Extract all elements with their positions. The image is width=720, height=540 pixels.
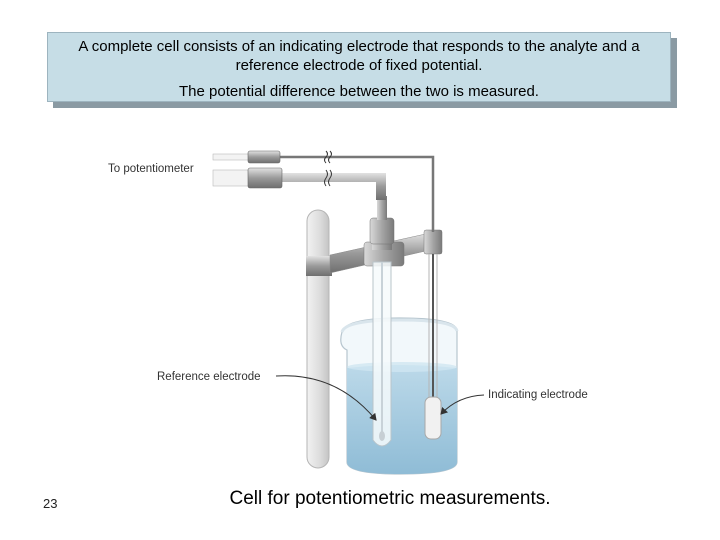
potentiometer-connectors	[212, 150, 332, 189]
reference-electrode-cap	[280, 173, 395, 245]
indicating-leader-arrow	[440, 394, 485, 415]
callout-text-main: A complete cell consists of an indicatin…	[78, 38, 640, 74]
slide-number: 23	[43, 496, 58, 511]
reference-electrode-label: Reference electrode	[157, 371, 261, 383]
callout-text-measured: The potential difference between the two…	[179, 83, 539, 100]
figure-caption: Cell for potentiometric measurements.	[229, 488, 551, 509]
indicating-lead-wire	[280, 155, 435, 232]
indicating-electrode-label: Indicating electrode	[488, 389, 588, 401]
info-callout: A complete cell consists of an indicatin…	[47, 32, 671, 102]
potentiometer-label: To potentiometer	[108, 163, 194, 175]
beaker	[340, 317, 459, 475]
reference-electrode	[372, 240, 392, 447]
ring-stand	[306, 209, 330, 469]
indicating-electrode	[423, 229, 443, 440]
reference-leader-arrow	[275, 375, 377, 421]
